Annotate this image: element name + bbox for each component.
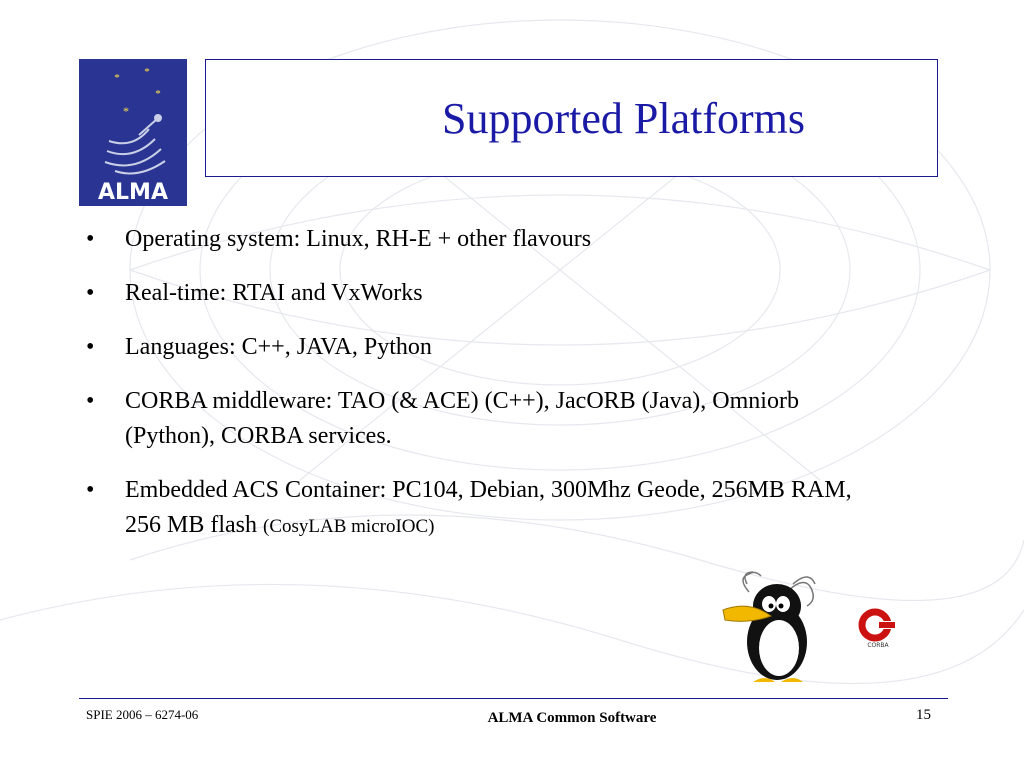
bullet-text: Embedded ACS Container: PC104, Debian, 3…	[125, 477, 852, 538]
bullet-item: Operating system: Linux, RH-E + other fl…	[86, 222, 886, 257]
svg-text:*: *	[144, 66, 150, 78]
footer-title: ALMA Common Software	[487, 710, 657, 726]
bullet-item: Real-time: RTAI and VxWorks	[86, 276, 886, 311]
einstein-penguin-icon	[722, 571, 816, 682]
svg-text:*: *	[123, 104, 129, 118]
bullet-note: (CosyLAB microIOC)	[263, 516, 435, 537]
bullet-list: Operating system: Linux, RH-E + other fl…	[86, 222, 886, 563]
page-number: 15	[916, 707, 931, 723]
alma-logo: * * * * ALMA	[79, 59, 187, 206]
svg-text:*: *	[114, 72, 120, 84]
footer-conference: SPIE 2006 – 6274-06	[86, 707, 199, 722]
bullet-item: Embedded ACS Container: PC104, Debian, 3…	[86, 473, 886, 544]
bullet-text: CORBA middleware: TAO (& ACE) (C++), Jac…	[125, 388, 799, 449]
bullet-item: CORBA middleware: TAO (& ACE) (C++), Jac…	[86, 384, 886, 454]
corba-logo-icon: CORBA	[858, 608, 901, 649]
bullet-item: Languages: C++, JAVA, Python	[86, 330, 886, 365]
title-frame: Supported Platforms	[205, 59, 938, 177]
bullet-text: Operating system: Linux, RH-E + other fl…	[125, 226, 592, 252]
footer-divider	[79, 698, 948, 699]
bullet-text: Languages: C++, JAVA, Python	[125, 334, 432, 360]
svg-text:*: *	[155, 88, 161, 100]
slide-title: Supported Platforms	[442, 93, 805, 143]
corba-logo-text: CORBA	[867, 642, 889, 649]
logo-text: ALMA	[98, 180, 168, 205]
bullet-text: Real-time: RTAI and VxWorks	[125, 280, 423, 306]
